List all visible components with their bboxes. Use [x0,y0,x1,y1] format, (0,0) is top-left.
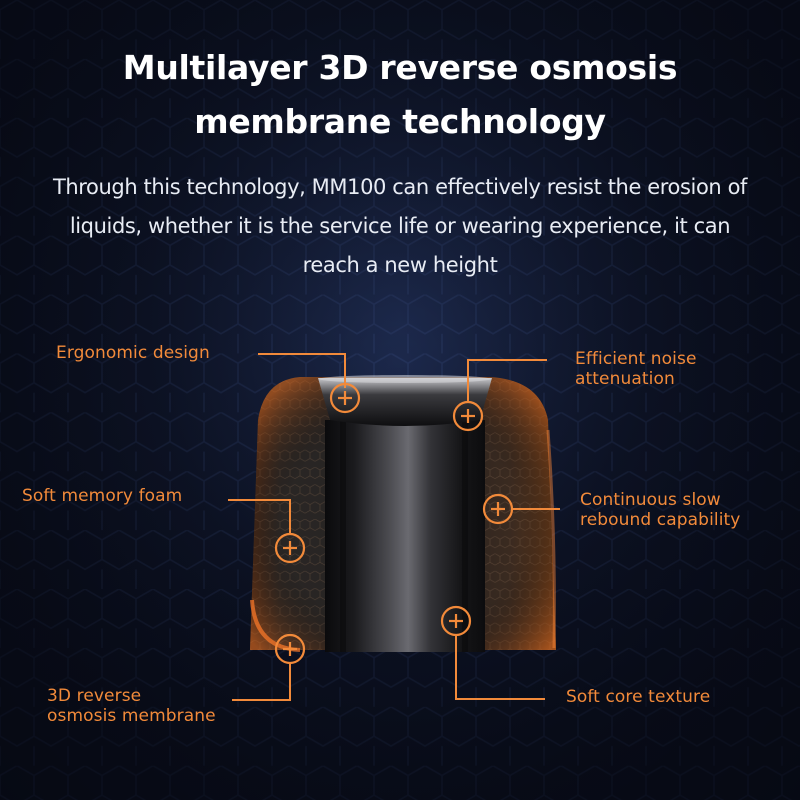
leader-lines [228,353,560,701]
plus-circle-icon[interactable] [329,382,361,414]
callout-foam-line1: Soft memory foam [22,486,183,506]
plus-circle-icon[interactable] [482,493,514,525]
plus-circle-icon[interactable] [274,532,306,564]
plus-circle-icon[interactable] [274,633,306,665]
leader-foam [228,499,291,535]
callout-rebound-line2: rebound capability [580,510,741,530]
callout-core-texture: Soft core texture [566,687,710,707]
callout-memory-foam: Soft memory foam [22,486,182,506]
title-line-2: membrane technology [194,102,606,141]
callout-ergonomic-design: Ergonomic design [56,343,210,363]
callout-osmosis-membrane: 3D reverse osmosis membrane [47,686,216,726]
leader-ergonomic [258,353,346,388]
callout-ergonomic-line1: Ergonomic design [56,343,210,363]
callout-membrane-line2: osmosis membrane [47,706,216,726]
callout-core-line1: Soft core texture [566,687,711,707]
title-line-1: Multilayer 3D reverse osmosis [122,48,678,87]
callout-noise-line2: attenuation [575,369,675,389]
core-tube [318,375,492,652]
description-text: Through this technology, MM100 can effec… [52,175,748,277]
callout-noise-line1: Efficient noise [575,349,697,369]
leader-core [455,636,545,700]
callout-slow-rebound: Continuous slow rebound capability [580,490,740,530]
leader-membrane [232,662,291,701]
callout-noise-attenuation: Efficient noise attenuation [575,349,697,389]
leader-noise [467,359,547,402]
plus-circle-icon[interactable] [452,400,484,432]
plus-circle-icon[interactable] [440,605,472,637]
callout-membrane-line1: 3D reverse [47,686,142,706]
callout-rebound-line1: Continuous slow [580,490,721,510]
